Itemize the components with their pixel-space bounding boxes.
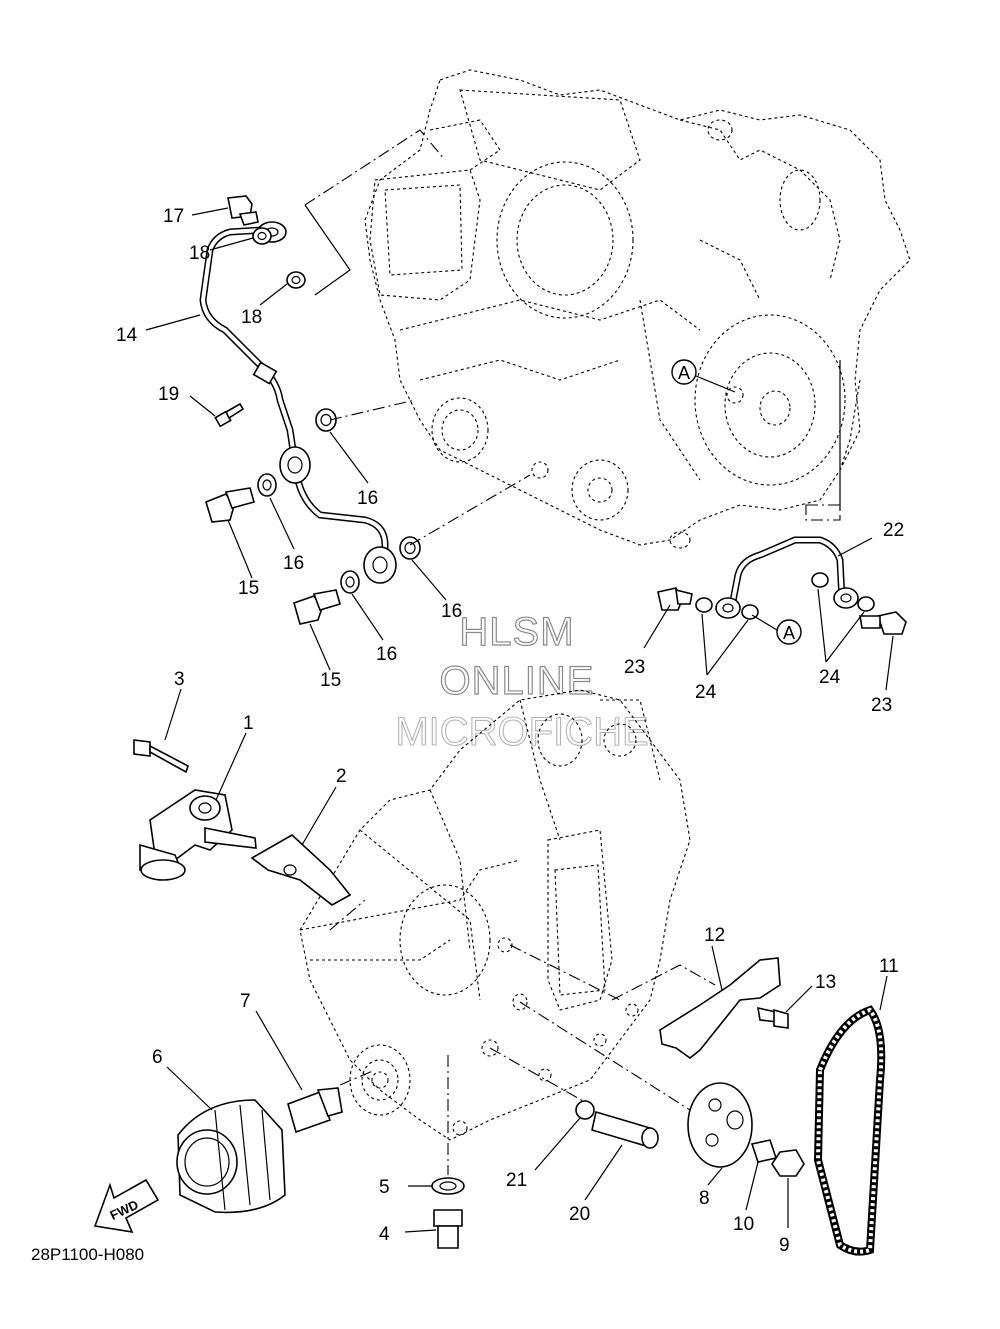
ref-line-12b (611, 964, 716, 1001)
callout-10: 10 (733, 1214, 754, 1235)
bolt-13 (757, 1006, 789, 1029)
ref-line-2 (329, 899, 366, 931)
upper-engine-assembly (364, 69, 911, 549)
diagram-code: 28P1100-H080 (31, 1245, 144, 1264)
callout-24a: 24 (695, 682, 717, 703)
leader-lines (145, 207, 894, 1233)
callout-23a: 23 (624, 657, 645, 678)
callout-18a: 18 (189, 243, 210, 264)
watermark: HLSM ONLINE MICROFICHE (395, 609, 649, 754)
callout-16b: 16 (283, 553, 304, 574)
gasket-18 (252, 227, 306, 289)
callout-7: 7 (240, 991, 251, 1012)
watermark-line1: HLSM (459, 610, 574, 654)
callout-24b: 24 (819, 667, 841, 688)
callout-15b: 15 (320, 670, 341, 691)
ref-line-16b (409, 474, 531, 546)
ref-line-16a (329, 399, 416, 421)
callout-17: 17 (163, 206, 184, 227)
gasket-24 (695, 572, 875, 620)
callout-23b: 23 (871, 695, 892, 716)
callout-11: 11 (879, 956, 899, 977)
nut-9 (771, 1149, 805, 1177)
gasket-16 (257, 408, 421, 594)
callout-5: 5 (379, 1177, 390, 1198)
callout-16c: 16 (441, 601, 462, 622)
callout-12: 12 (704, 925, 725, 946)
lower-crankcase (299, 689, 691, 1141)
oil-delivery-pipe (199, 221, 397, 584)
drain-bolt-4 (433, 1209, 463, 1249)
callout-1: 1 (243, 713, 254, 734)
svg-text:A: A (678, 363, 690, 383)
bolt-3 (133, 739, 189, 774)
callout-4: 4 (379, 1224, 390, 1245)
ref-line-top (304, 129, 446, 206)
callout-20: 20 (569, 1204, 590, 1225)
callout-8: 8 (699, 1188, 710, 1209)
callout-16a: 16 (357, 488, 378, 509)
oil-filter-6 (176, 1099, 286, 1214)
ref-marker-a-1: A (671, 359, 736, 393)
union-bolt-17 (227, 195, 259, 226)
bracket-line-top (304, 204, 351, 296)
fwd-arrow: FWD (93, 1178, 160, 1234)
gasket-5 (431, 1177, 465, 1195)
oil-pipe-22 (715, 536, 859, 619)
ref-marker-a-2: A (751, 614, 802, 645)
callout-6: 6 (152, 1047, 163, 1068)
ref-line-8 (519, 1001, 691, 1111)
union-bolt-23 (657, 587, 907, 635)
oil-pump-chain-11 (813, 1005, 886, 1256)
bolt-19 (214, 402, 245, 428)
callout-16d: 16 (376, 644, 397, 665)
ref-box-22 (805, 504, 841, 521)
o-ring-21 (575, 1100, 595, 1120)
callout-numbers: 17 18 18 14 19 16 16 15 16 16 15 22 23 2… (116, 206, 904, 1256)
gasket-5-hole (439, 1181, 457, 1191)
callout-14: 14 (116, 325, 138, 346)
union-bolt-15 (205, 487, 341, 625)
callout-15a: 15 (238, 578, 259, 599)
watermark-line2: ONLINE (440, 659, 595, 703)
callout-18b: 18 (241, 307, 262, 328)
watermark-line3: MICROFICHE (395, 710, 648, 754)
callout-13: 13 (815, 972, 836, 993)
callout-3: 3 (174, 669, 185, 690)
oil-pump-1 (139, 789, 257, 881)
ref-line-20 (489, 1047, 591, 1106)
oil-strainer-20 (591, 1110, 659, 1149)
callout-21: 21 (506, 1170, 527, 1191)
gasket-2 (250, 834, 352, 906)
callout-19: 19 (158, 384, 179, 405)
union-bolt-7 (287, 1087, 343, 1134)
chain-guide-12 (659, 957, 781, 1060)
callout-9: 9 (779, 1235, 790, 1256)
washer-10 (750, 1139, 778, 1163)
oil-pump-sprocket-8 (687, 1082, 753, 1168)
ref-line-12 (509, 944, 621, 1001)
callout-2: 2 (336, 766, 347, 787)
ref-line-7 (339, 1069, 376, 1086)
svg-text:A: A (783, 623, 795, 643)
callout-22: 22 (883, 520, 904, 541)
